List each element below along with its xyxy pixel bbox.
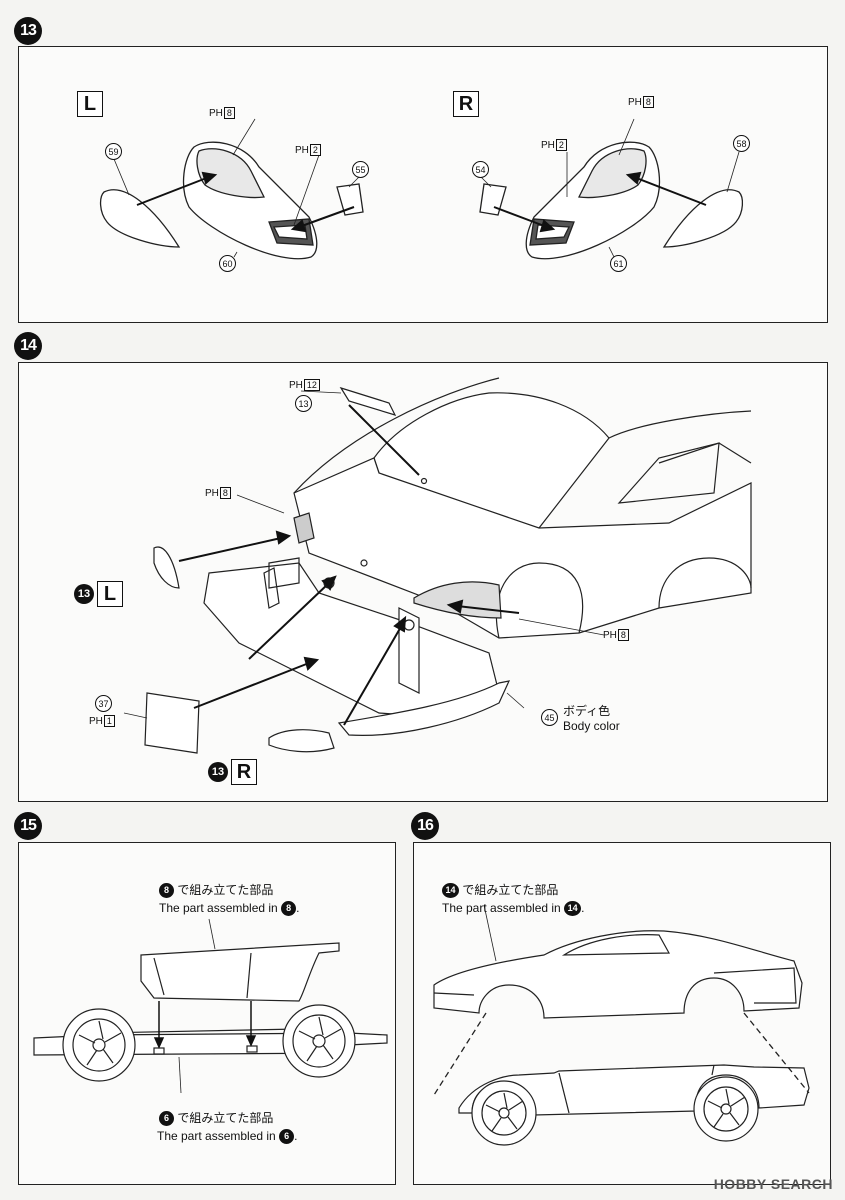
right-side-badge: R <box>231 759 257 785</box>
step-15-illustration <box>33 918 388 1094</box>
hobby-search-watermark: HOBBY SEARCH <box>713 1176 833 1192</box>
part-13-callout: 13 <box>295 395 312 412</box>
body-color-jp: ボディ色 <box>563 704 611 718</box>
ph-number: 2 <box>555 139 567 151</box>
bottom-ref-en-text: The part assembled in <box>157 1129 276 1143</box>
step-16-panel: 14 で組み立てた部品 The part assembled in 14. <box>413 842 831 1185</box>
step-16-number: 16 <box>411 812 439 840</box>
ph-number: 12 <box>303 379 320 391</box>
step-ref-badge: 14 <box>564 901 582 917</box>
right-side-badge: R <box>453 91 479 117</box>
step-14-number: 14 <box>14 332 42 360</box>
top-ref-jp-text: で組み立てた部品 <box>177 883 274 897</box>
step-14-illustration <box>123 377 752 754</box>
ph-text: PH <box>89 715 103 727</box>
step-ref-badge: 8 <box>281 901 297 917</box>
ph-number: 8 <box>617 629 629 641</box>
part-59-callout: 59 <box>105 143 122 160</box>
ph-text: PH <box>209 107 223 119</box>
ph-number: 2 <box>309 144 321 156</box>
step-15-number: 15 <box>14 812 42 840</box>
ref-13-L: 13 L <box>74 581 123 607</box>
left-side-badge: L <box>97 581 123 607</box>
part-61-callout: 61 <box>610 255 627 272</box>
ph-text: PH <box>289 379 303 391</box>
step-ref-badge: 13 <box>208 762 228 782</box>
step-ref-badge: 13 <box>74 584 94 604</box>
bottom-ref-line-en: The part assembled in 6. <box>157 1129 298 1145</box>
top-ref-line-jp: 8 で組み立てた部品 <box>159 883 274 899</box>
left-side-badge: L <box>77 91 103 117</box>
bottom-ref-line-jp: 6 で組み立てた部品 <box>159 1111 274 1127</box>
ph-number: 1 <box>103 715 115 727</box>
part-54-callout: 54 <box>472 161 489 178</box>
step-15-panel: 8 で組み立てた部品 The part assembled in 8. 6 で組… <box>18 842 396 1185</box>
top-ref-en-text: The part assembled in <box>159 901 278 915</box>
ph-number: 8 <box>642 96 654 108</box>
ph-text: PH <box>603 629 617 641</box>
part-37-callout: 37 <box>95 695 112 712</box>
top-ref-line-en: The part assembled in 8. <box>159 901 300 917</box>
step-ref-badge: 6 <box>159 1111 174 1127</box>
ref-jp-text: で組み立てた部品 <box>462 883 559 897</box>
ref-en-text: The part assembled in <box>442 901 561 915</box>
step-ref-badge: 8 <box>159 883 174 899</box>
part-45-callout: 45 <box>541 709 558 726</box>
ph-number: 8 <box>219 487 231 499</box>
ph-number: 8 <box>223 107 235 119</box>
part-55-callout: 55 <box>352 161 369 178</box>
ph-text: PH <box>541 139 555 151</box>
step-ref-badge: 6 <box>279 1129 295 1145</box>
ref-line-jp: 14 で組み立てた部品 <box>442 883 559 899</box>
step-13-number: 13 <box>14 17 42 45</box>
bottom-ref-jp-text: で組み立てた部品 <box>177 1111 274 1125</box>
ph-text: PH <box>205 487 219 499</box>
step-16-illustration <box>433 904 810 1146</box>
ref-line-en: The part assembled in 14. <box>442 901 585 917</box>
step-ref-badge: 14 <box>442 883 459 899</box>
body-color-en: Body color <box>563 719 620 733</box>
part-58-callout: 58 <box>733 135 750 152</box>
ph-text: PH <box>628 96 642 108</box>
ref-13-R: 13 R <box>208 759 257 785</box>
part-60-callout: 60 <box>219 255 236 272</box>
ph-text: PH <box>295 144 309 156</box>
step-13-illustration <box>99 118 744 260</box>
